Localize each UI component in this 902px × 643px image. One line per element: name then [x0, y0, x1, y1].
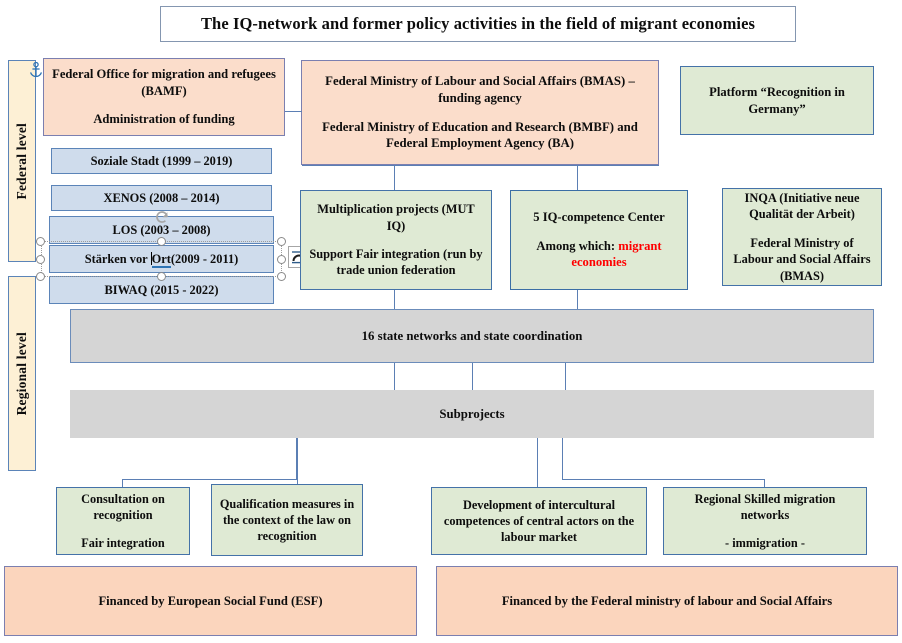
platform-box: Platform “Recognition in Germany”: [680, 66, 874, 135]
subproject-box-development: Development of intercultural competences…: [431, 487, 647, 555]
regional-level-text: Regional level: [14, 331, 30, 416]
subproject-line-2: Fair integration: [81, 536, 165, 551]
connector-to-competence: [577, 165, 578, 190]
ministries-line-2: Federal Ministry of Education and Resear…: [322, 119, 638, 151]
resize-handle-bottom-center[interactable]: [157, 272, 166, 281]
competence-line-2-prefix: Among which: [536, 238, 611, 253]
subproject-box-qualification: Qualification measures in the context of…: [211, 484, 363, 556]
funding-box-esf: Financed by European Social Fund (ESF): [4, 566, 417, 636]
regional-level-label: Regional level: [8, 276, 36, 471]
connector-state-bar-to-subprojects-b: [472, 363, 473, 390]
programme-label: XENOS (2008 – 2014): [103, 190, 220, 205]
connector-to-development-box: [537, 438, 538, 488]
rotate-icon[interactable]: [153, 208, 169, 224]
resize-handle-middle-right[interactable]: [277, 255, 286, 264]
inqa-line-2: Federal Ministry of Labour and Social Af…: [733, 235, 871, 283]
page-title: The IQ-network and former policy activit…: [160, 6, 796, 42]
subproject-line-1: Development of intercultural competences…: [443, 497, 635, 545]
ministries-box: Federal Ministry of Labour and Social Af…: [301, 60, 659, 165]
connector-state-bar-to-subprojects-a: [394, 363, 395, 390]
bamf-box: Federal Office for migration and refugee…: [43, 58, 285, 136]
connector-bamf-to-ministries: [285, 111, 302, 112]
resize-handle-top-right[interactable]: [277, 237, 286, 246]
competence-line-2: Among which: migrant economies: [511, 238, 687, 271]
connector-subprojects-stem-2: [562, 438, 563, 480]
anchor-icon: [29, 61, 43, 78]
connector-to-consultation-box: [122, 479, 123, 488]
resize-handle-bottom-left[interactable]: [36, 272, 45, 281]
programme-box-xenos: XENOS (2008 – 2014): [51, 185, 272, 211]
programme-box-soziale-stadt: Soziale Stadt (1999 – 2019): [51, 148, 272, 174]
mut-iq-line-1: Multiplication projects (MUT IQ): [317, 202, 475, 233]
bamf-line-1: Federal Office for migration and refugee…: [52, 67, 276, 98]
federal-level-text: Federal level: [14, 122, 30, 200]
programme-label-post: (2009 - 2011): [170, 251, 239, 266]
programme-box-staerken-vor-ort[interactable]: Stärken vor Ort(2009 - 2011): [49, 245, 274, 273]
inqa-box: INQA (Initiative neue Qualität der Arbei…: [722, 188, 882, 286]
mut-iq-box: Multiplication projects (MUT IQ) Support…: [300, 190, 492, 290]
connector-to-regional-skilled-box: [764, 479, 765, 488]
funding-federal-text: Financed by the Federal ministry of labo…: [501, 593, 833, 608]
connector-subprojects-branch-right: [562, 479, 765, 480]
connector-subprojects-branch-left: [122, 479, 297, 480]
resize-handle-bottom-right[interactable]: [277, 272, 286, 281]
programme-label: LOS (2003 – 2008): [112, 222, 211, 237]
funding-box-federal: Financed by the Federal ministry of labo…: [436, 566, 898, 636]
subproject-line-1: Qualification measures in the context of…: [219, 496, 355, 544]
connector-state-bar-to-subprojects-c: [565, 363, 566, 390]
subproject-line-1: Regional Skilled migration networks: [694, 491, 836, 522]
page-title-text: The IQ-network and former policy activit…: [200, 14, 756, 34]
connector-ministries-bottom: [302, 165, 659, 166]
competence-line-2-colon: :: [610, 238, 619, 253]
programme-label: BIWAQ (2015 - 2022): [104, 282, 219, 297]
federal-level-label: Federal level: [8, 60, 36, 262]
programme-label-word: Ort: [151, 251, 171, 268]
programme-label-pre: Stärken vor: [84, 251, 151, 266]
inqa-line-1: INQA (Initiative neue Qualität der Arbei…: [744, 191, 860, 222]
subproject-box-regional-skilled: Regional Skilled migration networks - im…: [663, 487, 867, 555]
resize-handle-middle-left[interactable]: [36, 255, 45, 264]
ministries-line-1: Federal Ministry of Labour and Social Af…: [325, 73, 635, 105]
programme-label: Soziale Stadt (1999 – 2019): [90, 153, 233, 168]
programme-label: Stärken vor Ort(2009 - 2011): [84, 251, 239, 268]
connector-competence-to-state-bar: [577, 290, 578, 309]
connector-to-qualification-box: [297, 438, 298, 488]
subprojects-bar: Subprojects: [70, 390, 874, 438]
connector-subprojects-stem-1: [296, 438, 297, 480]
subproject-box-consultation: Consultation on recognition Fair integra…: [56, 487, 190, 555]
connector-mut-iq-to-state-bar: [394, 290, 395, 309]
competence-highlight: migrant economies: [571, 238, 662, 270]
subproject-line-1: Consultation on recognition: [81, 491, 165, 522]
mut-iq-line-2: Support Fair integration (run by trade u…: [309, 247, 483, 278]
funding-esf-text: Financed by European Social Fund (ESF): [98, 593, 323, 608]
text-caret: [150, 251, 152, 265]
connector-to-mut-iq: [394, 165, 395, 190]
resize-handle-top-left[interactable]: [36, 237, 45, 246]
competence-line-1: 5 IQ-competence Center: [533, 210, 665, 225]
competence-center-box: 5 IQ-competence Center Among which: migr…: [510, 190, 688, 290]
state-networks-bar: 16 state networks and state coordination: [70, 309, 874, 363]
platform-line-1: Platform “Recognition in Germany”: [709, 84, 845, 116]
state-networks-text: 16 state networks and state coordination: [361, 328, 583, 343]
bamf-line-2: Administration of funding: [93, 112, 235, 127]
resize-handle-top-center[interactable]: [157, 237, 166, 246]
subproject-line-2: - immigration -: [725, 536, 805, 551]
subprojects-text: Subprojects: [439, 406, 505, 421]
